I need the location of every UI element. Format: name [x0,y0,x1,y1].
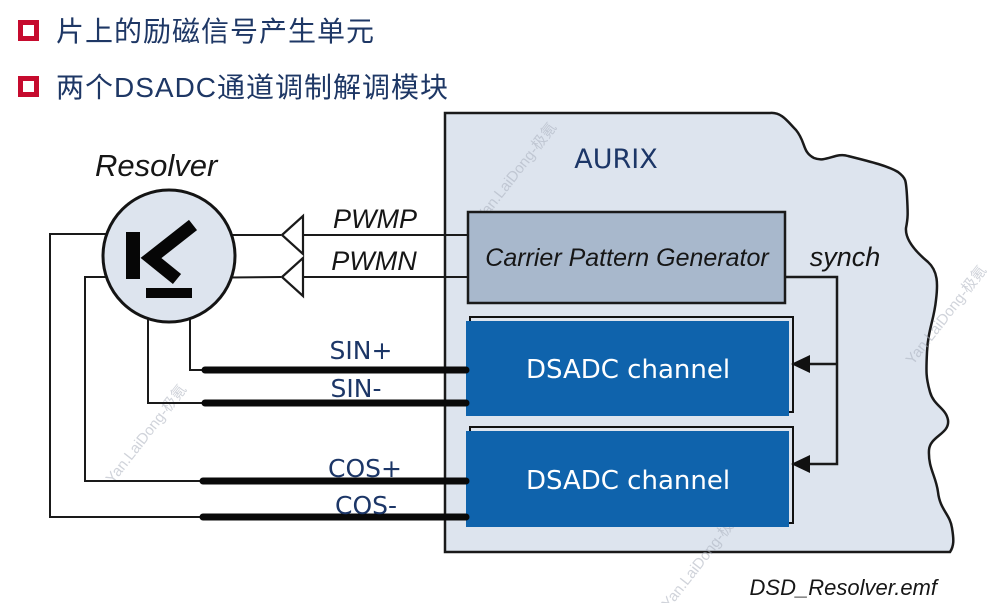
synch-label: synch [810,242,881,272]
wire-sin-plus [189,297,206,371]
resolver-rotor-winding [140,219,198,285]
bullet-square-icon [18,19,39,41]
carrier-pattern-generator-box [466,210,787,305]
cos-minus-label: COS- [335,491,397,520]
synch-line [785,275,839,466]
cos-plus-label: COS+ [328,454,402,483]
watermark-text: Yan.LaiDong-极氪 [103,381,191,487]
dsadc-channel-top-box [466,321,789,416]
pwmn-arrowhead-icon [280,255,305,299]
pwmp-label: PWMP [333,204,417,234]
resolver-circle [101,188,237,324]
pwmp-arrowhead-icon [280,213,305,257]
wire-sin-minus [147,297,206,404]
resolver-label: Resolver [95,148,219,183]
synch-arrowhead-top-icon [791,355,810,373]
aurix-title: AURIX [574,144,657,175]
pwmn-label: PWMN [331,246,417,276]
synch-arrowhead-bottom-icon [791,455,810,473]
bullet-item-excitation: 片上的励磁信号产生单元 [18,10,375,50]
resolver-stator-bar-bottom [146,288,192,298]
sin-plus-label: SIN+ [330,336,393,365]
wire-cos-minus [49,233,205,518]
carrier-pattern-generator-label: Carrier Pattern Generator [485,244,770,272]
bullet-square-icon [18,75,39,97]
filename-label: DSD_Resolver.emf [750,575,940,600]
bullet-text: 片上的励磁信号产生单元 [56,16,376,47]
bullet-text: 两个DSADC通道调制解调模块 [56,72,450,103]
dsadc-channel-bottom-label: DSADC channel [526,466,730,496]
bullet-item-dsadc: 两个DSADC通道调制解调模块 [18,66,449,106]
dsadc-channel-top-label: DSADC channel [526,355,730,385]
dsadc-channel-bottom-box [466,431,789,527]
sin-minus-label: SIN- [331,374,382,403]
resolver-stator-bar-left [126,232,140,279]
